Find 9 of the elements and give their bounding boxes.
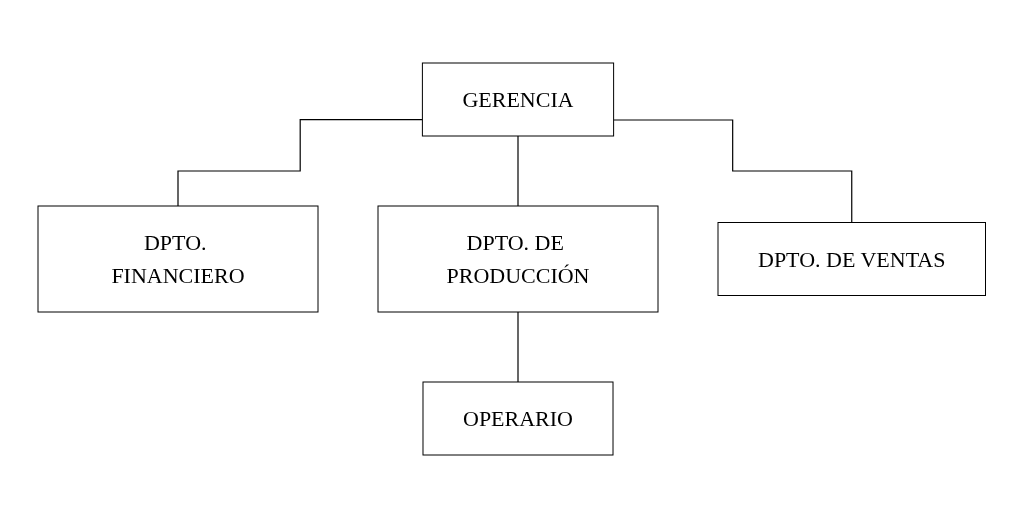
- connector: [517, 311, 519, 383]
- node-box: DPTO. DE VENTAS: [717, 222, 987, 296]
- connector: [613, 119, 853, 224]
- connector: [517, 135, 519, 207]
- node-box: GERENCIA: [422, 62, 615, 137]
- node-box: DPTO. FINANCIERO: [37, 205, 319, 313]
- node-box: DPTO. DE PRODUCCIÓN: [377, 205, 659, 313]
- node-box: OPERARIO: [422, 381, 614, 456]
- connector: [177, 119, 424, 207]
